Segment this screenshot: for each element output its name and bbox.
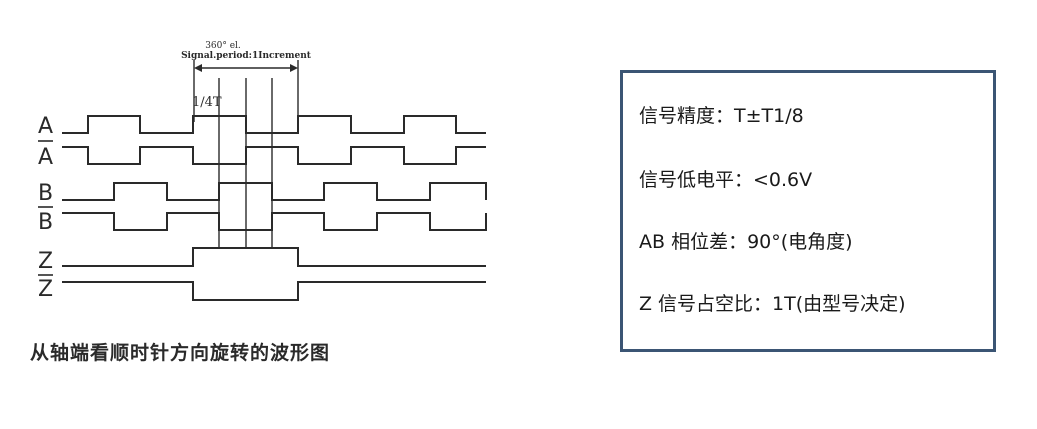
signal-label-z-bar: Z bbox=[38, 277, 53, 302]
spec-precision: 信号精度：T±T1/8 bbox=[639, 105, 804, 127]
waveform-a-bar bbox=[62, 146, 486, 165]
quarter-period-label: 1/4T bbox=[192, 95, 222, 110]
diagram-caption: 从轴端看顺时针方向旋转的波形图 bbox=[30, 342, 331, 364]
waveform-b bbox=[62, 182, 487, 201]
waveform-diagram: 360° el. Signal.period:1Increment 1/4T A… bbox=[38, 41, 487, 302]
period-label: Signal.period:1Increment bbox=[181, 51, 312, 61]
signal-label-z: Z bbox=[38, 249, 53, 274]
waveform-a bbox=[62, 115, 486, 134]
signal-label-b: B bbox=[38, 181, 53, 206]
spec-box: 信号精度：T±T1/8 信号低电平：<0.6V AB 相位差：90°(电角度) … bbox=[620, 70, 996, 352]
period-arrow-right-head bbox=[290, 64, 298, 72]
waveform-z-bar bbox=[62, 281, 486, 301]
signal-label-a: A bbox=[38, 114, 53, 139]
spec-z-duty: Z 信号占空比：1T(由型号决定) bbox=[639, 293, 906, 315]
period-arrow-left-head bbox=[194, 64, 202, 72]
spec-low-level: 信号低电平：<0.6V bbox=[639, 169, 813, 191]
spec-phase-diff: AB 相位差：90°(电角度) bbox=[639, 231, 853, 253]
period-angle-label: 360° el. bbox=[205, 41, 241, 51]
waveform-b-bar bbox=[62, 212, 487, 231]
signal-label-a-bar: A bbox=[38, 145, 53, 170]
signal-label-b-bar: B bbox=[38, 210, 53, 235]
waveform-z bbox=[62, 247, 486, 267]
